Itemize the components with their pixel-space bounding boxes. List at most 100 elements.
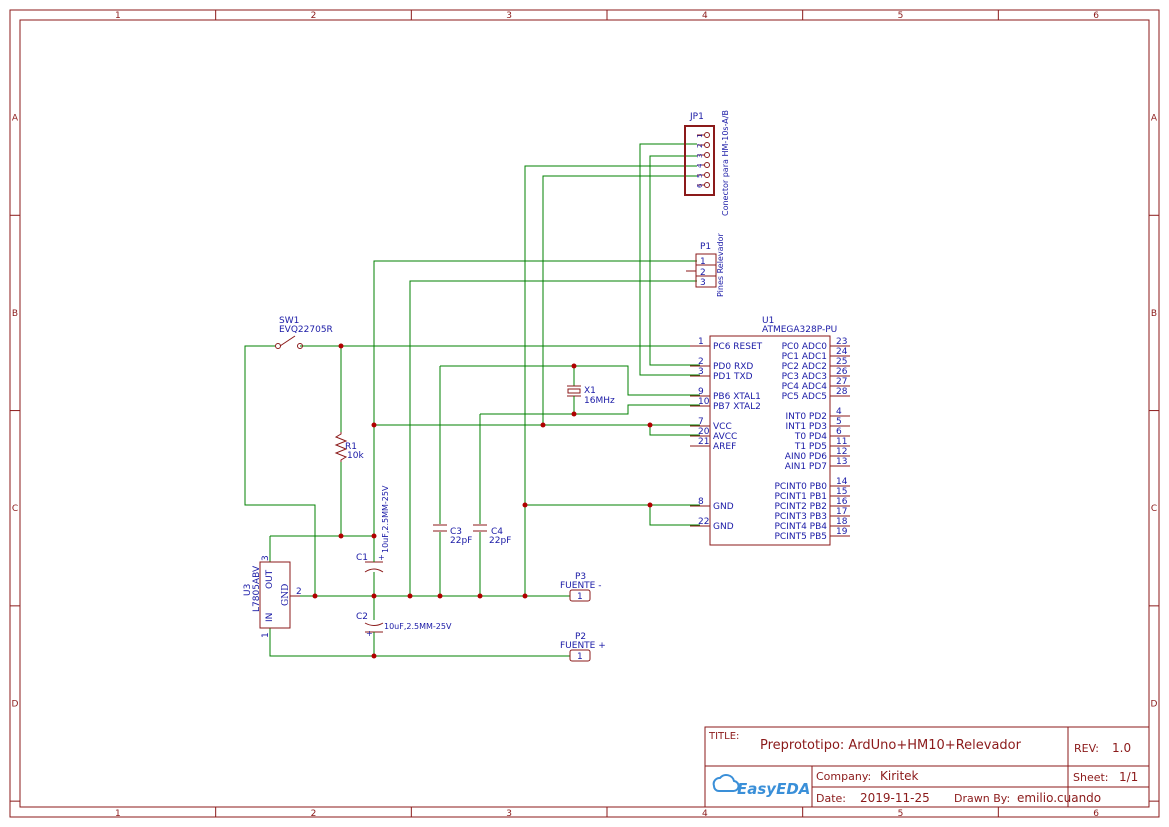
junction-dot: [371, 533, 377, 539]
sheet-value: 1/1: [1119, 770, 1138, 784]
jp1-value: Conector para HM-10s-A/B: [721, 110, 730, 216]
u1-pin-name: PB7 XTAL2: [713, 402, 761, 412]
switch-sw1[interactable]: SW1 EVQ22705R: [275, 316, 333, 349]
junction-dot: [407, 593, 413, 599]
capacitor-c2[interactable]: + C2 10uF,2.5MM-25V: [356, 612, 452, 638]
junction-dot: [371, 653, 377, 659]
capacitor-c4[interactable]: C4 22pF: [473, 524, 511, 546]
u1-pin-name: AVCC: [713, 432, 737, 442]
u1-pin-number: 1: [698, 337, 704, 347]
company-label: Company:: [816, 770, 871, 783]
u1-pin-number: 12: [836, 447, 847, 457]
title-label: TITLE:: [708, 731, 739, 742]
p1-pin-1: 1: [700, 257, 706, 267]
junction-dot: [338, 343, 344, 349]
easyeda-logo: EasyEDA: [712, 774, 810, 798]
jp1-ref: JP1: [689, 112, 704, 122]
sw1-ref: SW1: [279, 316, 299, 326]
frame-row-label: D: [12, 699, 19, 709]
sw1-value: EVQ22705R: [279, 325, 333, 335]
u1-pin-name: INT0 PD2: [785, 412, 827, 422]
u1-pin-number: 11: [836, 437, 847, 447]
c3-ref: C3: [450, 527, 462, 537]
p3-value: FUENTE -: [560, 581, 601, 591]
frame-row-label: C: [12, 504, 18, 514]
junction-dot: [522, 502, 528, 508]
u1-pin-name: PC4 ADC4: [782, 382, 828, 392]
p1-value: Pines Relevador: [716, 233, 725, 297]
regulator-u3[interactable]: 2 3 1 OUT IN GND U3 L7805ABV: [243, 555, 302, 638]
u1-pin-name: PCINT4 PB4: [774, 522, 827, 532]
u1-pin-name: AIN1 PD7: [785, 462, 827, 472]
u1-pin-number: 25: [836, 357, 847, 367]
resistor-r1[interactable]: R1 10k: [334, 432, 364, 462]
u1-ref: U1: [762, 316, 774, 326]
frame-col-label: 3: [506, 809, 512, 819]
rev-label: REV:: [1074, 742, 1099, 755]
c1-value: 10uF,2.5MM-25V: [381, 485, 390, 553]
frame-col-label: 6: [1093, 809, 1099, 819]
sheet-label: Sheet:: [1073, 771, 1109, 784]
p1-ref: P1: [700, 242, 711, 252]
junction-dot: [571, 411, 577, 417]
u1-pin-name: GND: [713, 522, 734, 532]
u1-pin-name: GND: [713, 502, 734, 512]
u3-out-label: OUT: [265, 569, 275, 589]
frame-col-label: 1: [115, 809, 121, 819]
u1-pin-number: 10: [698, 397, 710, 407]
jp1-pin-number: 5: [696, 174, 704, 178]
u1-pin-name: T0 PD4: [794, 432, 827, 442]
capacitor-c1[interactable]: + C1 10uF,2.5MM-25V: [356, 485, 390, 573]
r1-value: 10k: [347, 451, 364, 461]
u1-pin-number: 18: [836, 517, 848, 527]
svg-text:+: +: [378, 553, 385, 562]
u1-pin-number: 17: [836, 507, 847, 517]
p2-value: FUENTE +: [560, 641, 606, 651]
u1-pin-number: 3: [698, 367, 704, 377]
u1-pin-name: PCINT0 PB0: [774, 482, 827, 492]
u1-pin-name: AREF: [713, 442, 736, 452]
c3-value: 22pF: [450, 536, 472, 546]
u3-pin-3: 3: [261, 555, 271, 561]
u1-pin-number: 19: [836, 527, 848, 537]
frame-row-label: A: [12, 114, 19, 124]
u1-pin-number: 23: [836, 337, 847, 347]
frame-row-label: D: [1151, 699, 1158, 709]
u1-pin-name: PCINT5 PB5: [774, 532, 827, 542]
capacitor-c3[interactable]: C3 22pF: [433, 524, 472, 546]
junction-dot: [371, 422, 377, 428]
p2-pin: 1: [577, 652, 583, 662]
x1-value: 16MHz: [584, 396, 615, 406]
u1-pin-name: PD1 TXD: [713, 372, 753, 382]
u1-pin-number: 20: [698, 427, 710, 437]
frame-row-label: B: [1151, 309, 1157, 319]
u1-pin-number: 27: [836, 377, 847, 387]
frame-row-label: C: [1151, 504, 1157, 514]
u3-ref: U3: [243, 584, 253, 596]
jp1-pin-number: 4: [696, 163, 704, 168]
junction-dot: [477, 593, 483, 599]
u1-pin-name: PC1 ADC1: [782, 352, 827, 362]
frame-col-label: 4: [702, 11, 708, 21]
u1-pin-number: 15: [836, 487, 847, 497]
crystal-x1[interactable]: X1 16MHz: [567, 385, 615, 406]
title-block: TITLE: Preprototipo: ArdUno+HM10+Relevad…: [704, 726, 1150, 808]
header-p1[interactable]: 1 2 3 P1 Pines Relevador: [686, 233, 725, 297]
connector-p3[interactable]: 1 P3 FUENTE -: [560, 572, 601, 602]
c2-value: 10uF,2.5MM-25V: [384, 622, 452, 631]
jp1-pin-number: 3: [696, 154, 704, 158]
u3-pin-1: 1: [261, 632, 271, 638]
u1-pin-number: 4: [836, 407, 842, 417]
u1-pin-name: AIN0 PD6: [785, 452, 827, 462]
c2-ref: C2: [356, 612, 368, 622]
u3-value: L7805ABV: [252, 565, 262, 612]
connector-p2[interactable]: 1 P2 FUENTE +: [560, 632, 606, 662]
u1-pin-name: VCC: [713, 422, 732, 432]
junction-dot: [540, 422, 546, 428]
u1-pin-name: PC0 ADC0: [782, 342, 828, 352]
u1-pin-name: PC2 ADC2: [782, 362, 827, 372]
junction-dot: [371, 593, 377, 599]
